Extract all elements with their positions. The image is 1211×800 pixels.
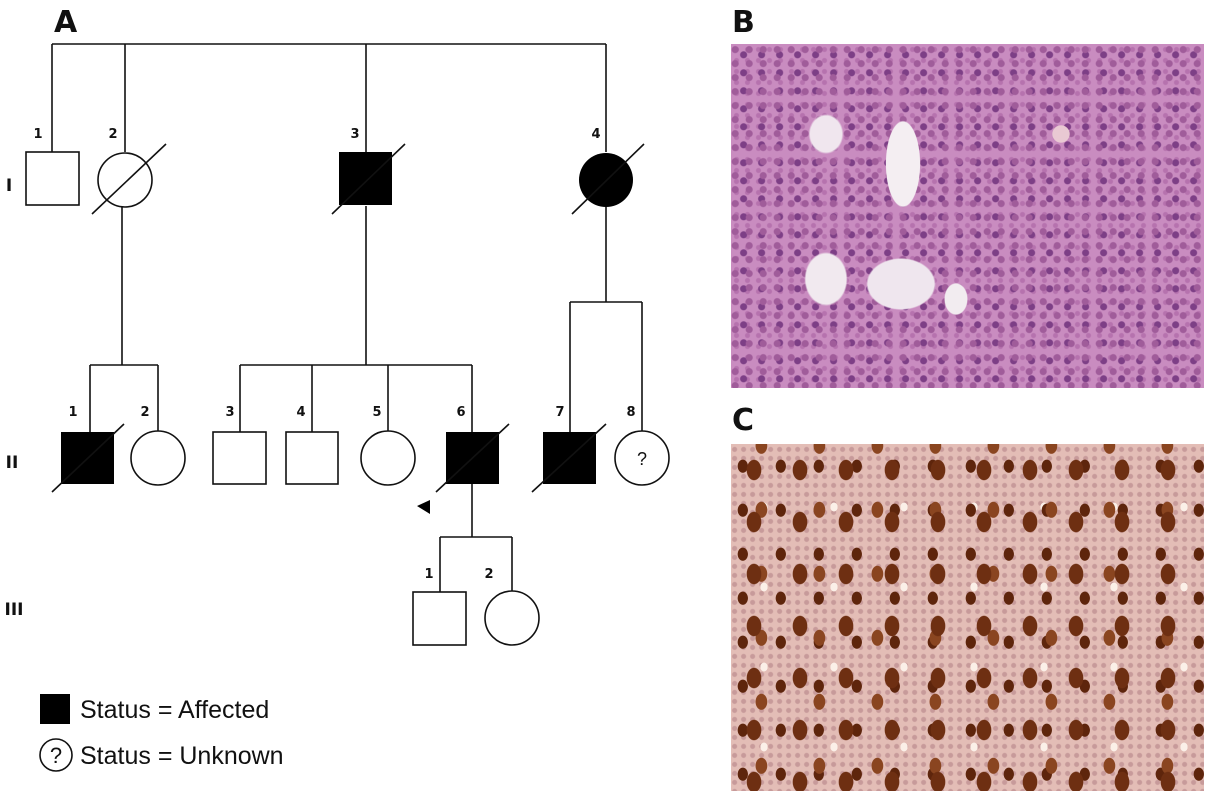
individual-number-III-2: 2	[484, 567, 493, 582]
individual-II-4	[285, 431, 339, 485]
legend-affected-swatch	[40, 694, 70, 724]
histology-image-he-stain	[731, 44, 1204, 388]
legend-unknown-label: Status = Unknown	[80, 742, 284, 770]
deceased-mark	[91, 143, 167, 215]
individual-number-II-2: 2	[140, 405, 149, 420]
individual-number-II-8: 8	[626, 405, 635, 420]
panel-label-c: C	[732, 403, 755, 438]
individual-III-1	[412, 591, 467, 646]
individual-number-II-3: 3	[225, 405, 234, 420]
individual-III-2	[484, 590, 540, 646]
individual-number-II-4: 4	[296, 405, 305, 420]
deceased-mark	[435, 423, 510, 493]
legend-unknown-swatch	[39, 738, 73, 772]
generation-label-I: I	[6, 176, 12, 196]
legend-affected-label: Status = Affected	[80, 696, 269, 724]
individual-number-I-1: 1	[33, 127, 42, 142]
individual-I-2	[97, 152, 153, 208]
deceased-mark	[51, 423, 125, 493]
panel-label-a: A	[54, 5, 78, 40]
proband-arrow-icon	[417, 500, 430, 514]
deceased-mark	[571, 143, 645, 215]
deceased-mark	[531, 423, 607, 493]
individual-number-I-4: 4	[591, 127, 600, 142]
individual-number-I-3: 3	[350, 127, 359, 142]
generation-label-III: III	[5, 600, 24, 620]
pedigree-diagram: ? 1 2 3 4 1 2 3 4 5 6 7 8 1 2 I II III S…	[5, 43, 670, 772]
unknown-status-mark: ?	[637, 449, 647, 469]
deceased-mark	[331, 143, 406, 215]
individual-number-II-1: 1	[68, 405, 77, 420]
individual-II-8	[614, 430, 670, 486]
pedigree-lines	[51, 43, 643, 592]
individual-I-1	[25, 151, 80, 206]
panel-label-b: B	[732, 5, 755, 40]
individual-II-3	[212, 431, 267, 485]
individual-II-2	[130, 430, 186, 486]
individual-II-5	[360, 430, 416, 486]
legend-unknown-symbol: ?	[50, 743, 62, 768]
histology-image-immunostain	[731, 444, 1204, 791]
individual-number-II-7: 7	[555, 405, 564, 420]
individual-number-I-2: 2	[108, 127, 117, 142]
individual-number-III-1: 1	[424, 567, 433, 582]
individual-number-II-5: 5	[372, 405, 381, 420]
individual-number-II-6: 6	[456, 405, 465, 420]
individual-I-3	[339, 152, 392, 205]
generation-label-II: II	[6, 453, 19, 473]
